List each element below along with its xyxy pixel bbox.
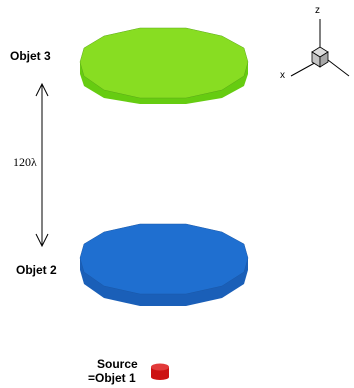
object3-top bbox=[79, 27, 249, 99]
cube-right bbox=[319, 51, 329, 68]
object3-disc bbox=[79, 27, 249, 104]
source-label-line2: =Objet 1 bbox=[88, 371, 136, 385]
object3-label: Objet 3 bbox=[10, 49, 51, 63]
y-axis-line bbox=[327, 59, 350, 77]
source-body bbox=[151, 367, 169, 377]
source-label-line1: Source bbox=[97, 357, 138, 371]
source-top bbox=[151, 363, 169, 371]
distance-label: 120λ bbox=[13, 155, 37, 169]
source-bottom bbox=[151, 374, 169, 380]
z-axis-label: z bbox=[315, 5, 320, 16]
object2-label: Objet 2 bbox=[16, 263, 57, 277]
object2-disc bbox=[79, 223, 249, 306]
distance-arrow bbox=[35, 82, 49, 248]
x-axis-label: x bbox=[280, 70, 285, 81]
source-object bbox=[151, 363, 169, 380]
axis-indicator bbox=[290, 19, 350, 77]
object2-top bbox=[79, 223, 249, 295]
